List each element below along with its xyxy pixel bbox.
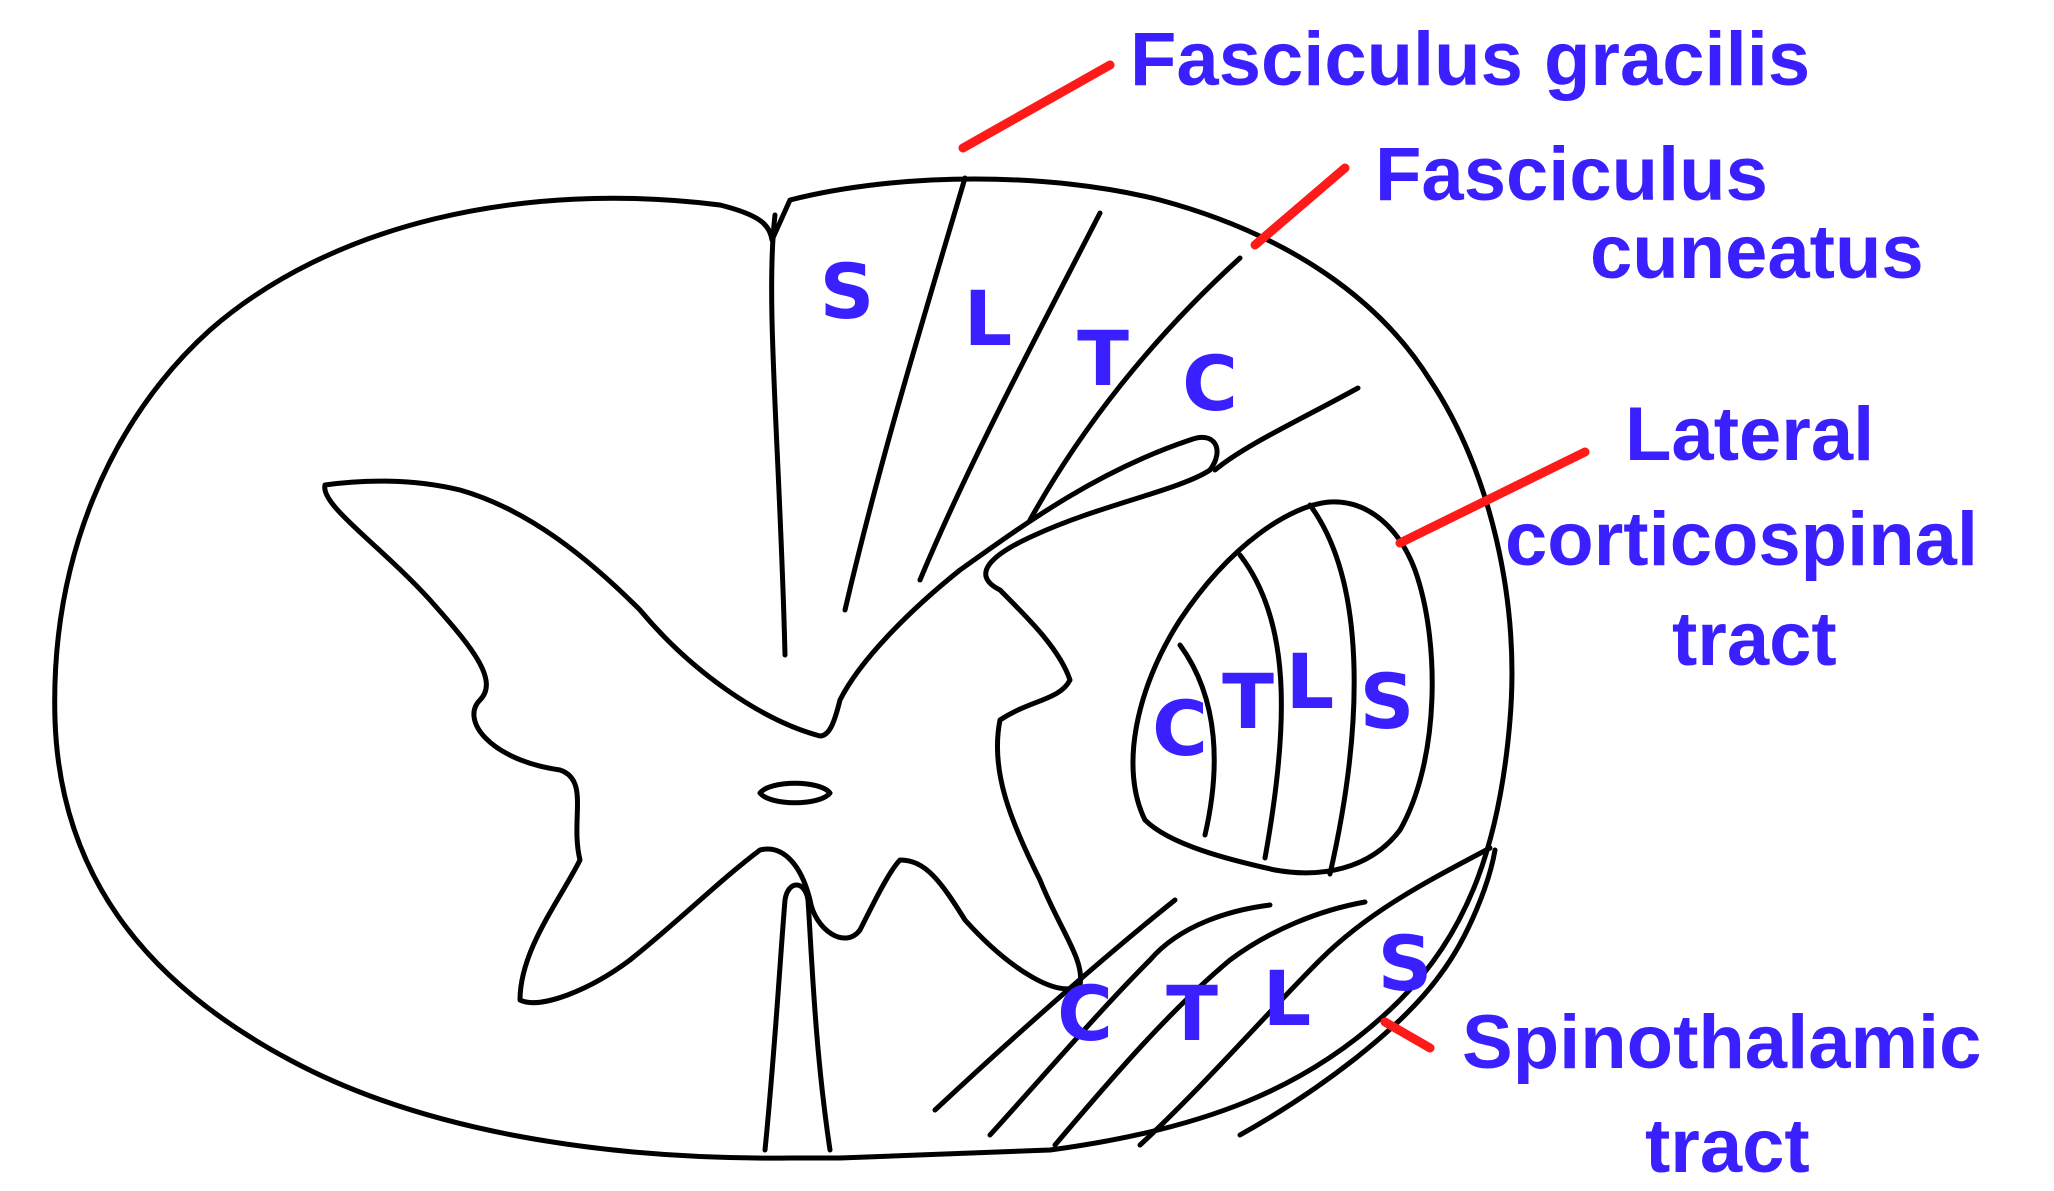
- corticospinal-segment-t: T: [1222, 657, 1274, 746]
- dorsal-column-segment-l: L: [964, 274, 1012, 363]
- label-spinothalamic-line2: tract: [1645, 1104, 1810, 1189]
- grey-matter-outline: [325, 437, 1217, 1002]
- label-spinothalamic-line1: Spinothalamic: [1462, 1000, 1981, 1085]
- dorsal-column-segment-c: C: [1182, 339, 1238, 428]
- central-canal: [760, 783, 830, 803]
- spinothalamic-segment-s: S: [1378, 919, 1433, 1008]
- spinothalamic-line-1: [935, 900, 1175, 1110]
- dorsal-column-segment-t: T: [1077, 314, 1129, 403]
- corticospinal-segment-l: L: [1286, 637, 1334, 726]
- leader-fasciculus-gracilis: [963, 65, 1110, 148]
- label-fasciculus-gracilis: Fasciculus gracilis: [1130, 17, 1810, 102]
- label-lateral-cst-line2: corticospinal: [1505, 497, 1978, 582]
- label-fasciculus-cuneatus-line1: Fasciculus: [1375, 132, 1768, 217]
- spinothalamic-segment-c: C: [1057, 969, 1113, 1058]
- dorsal-column-segment-s: S: [820, 247, 875, 336]
- leader-fasciculus-cuneatus: [1255, 168, 1345, 245]
- label-lateral-cst-line3: tract: [1672, 597, 1837, 682]
- corticospinal-segment-c: C: [1152, 684, 1208, 773]
- spinothalamic-segment-l: L: [1263, 954, 1311, 1043]
- dorsal-column-divider-2: [920, 213, 1100, 580]
- corticospinal-segment-s: S: [1360, 657, 1415, 746]
- label-fasciculus-cuneatus-line2: cuneatus: [1590, 210, 1924, 295]
- spinothalamic-segment-t: T: [1166, 969, 1218, 1058]
- dorsal-median-septum: [772, 215, 785, 655]
- dorsal-column-divider-1: [845, 178, 965, 610]
- leader-spinothalamic: [1385, 1022, 1430, 1048]
- label-lateral-cst-line1: Lateral: [1625, 392, 1874, 477]
